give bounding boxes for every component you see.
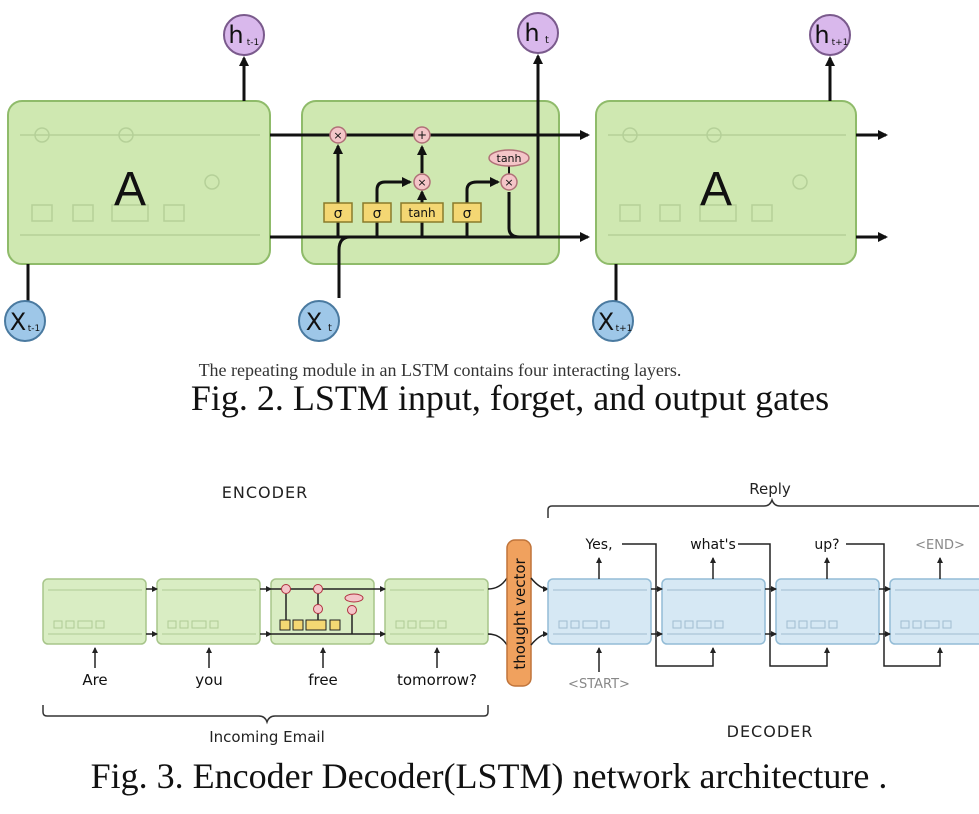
x-node-prev: X t-1 [4, 300, 46, 342]
svg-text:h: h [814, 21, 829, 49]
input-gate: σ [362, 202, 392, 223]
reply-brace [547, 497, 979, 518]
fig3-encoder-decoder: ENCODER Reply [42, 480, 979, 796]
tanh-op: tanh [488, 149, 530, 167]
decoder-cell-1 [547, 578, 652, 645]
encoder-input-word: you [195, 671, 223, 689]
encoder-input-word: Are [82, 671, 107, 689]
encoder-title: ENCODER [222, 483, 308, 502]
output-multiply-op: × [500, 173, 518, 191]
incoming-email-label: Incoming Email [209, 728, 325, 746]
forget-gate: σ [323, 202, 353, 223]
encoder-cell-2 [156, 578, 261, 645]
svg-text:t+1: t+1 [832, 38, 849, 48]
decoder-cell-2 [661, 578, 766, 645]
svg-text:h: h [228, 21, 243, 49]
lstm-cell-detailed: × + × × tanh σ [270, 54, 590, 298]
svg-text:X: X [598, 308, 614, 336]
encoder-input-word: free [308, 671, 338, 689]
thought-vector: thought vector [506, 539, 532, 687]
h-node-prev: h t-1 [223, 14, 265, 56]
decoder-output-word: Yes, [584, 537, 612, 553]
decoder-cell-4 [889, 578, 979, 645]
svg-text:×: × [417, 176, 426, 189]
fig2-note: The repeating module in an LSTM contains… [199, 360, 682, 380]
output-gate: σ [452, 202, 482, 223]
decoder-output-word: what's [690, 537, 736, 553]
decoder-end-token: <END> [915, 538, 965, 553]
svg-text:t-1: t-1 [28, 324, 41, 334]
x-node-current: X t [298, 300, 340, 342]
svg-text:X: X [10, 308, 26, 336]
encoder-cell-3-detailed [270, 578, 375, 645]
encoder-cell-1 [42, 578, 147, 645]
lstm-cell-right: A [595, 100, 888, 265]
decoder-title: DECODER [727, 722, 814, 741]
lstm-cell-left: A [7, 100, 271, 265]
svg-text:+: + [417, 128, 427, 142]
svg-text:t-1: t-1 [247, 38, 260, 48]
svg-text:×: × [504, 176, 513, 189]
reply-label: Reply [749, 480, 791, 498]
svg-text:σ: σ [463, 206, 472, 222]
encoder-input-word: tomorrow? [397, 671, 477, 689]
encoder-cell-4 [384, 578, 489, 645]
tanh-gate: tanh [400, 202, 444, 223]
svg-text:σ: σ [373, 206, 382, 222]
forget-multiply-op: × [329, 126, 347, 144]
decoder-cells: Yes, what's up? <END> <START> [530, 537, 979, 692]
incoming-brace [42, 705, 489, 725]
decoder-output-word: up? [814, 537, 839, 553]
svg-text:tanh: tanh [497, 152, 522, 165]
svg-text:×: × [333, 129, 342, 142]
fig2-lstm-chain: A [4, 12, 888, 418]
add-op: + [413, 126, 431, 144]
decoder-cell-3 [775, 578, 880, 645]
input-multiply-op: × [413, 173, 431, 191]
fig3-caption: Fig. 3. Encoder Decoder(LSTM) network ar… [91, 756, 888, 796]
svg-text:t: t [545, 35, 549, 46]
encoder-cells: Are you free tomorrow? [42, 577, 508, 689]
cell-a-label: A [114, 163, 146, 216]
svg-text:σ: σ [334, 206, 343, 222]
h-node-current: h t [517, 12, 559, 54]
fig2-caption: Fig. 2. LSTM input, forget, and output g… [191, 378, 829, 418]
svg-text:tanh: tanh [408, 206, 435, 220]
cell-a-label: A [700, 163, 732, 216]
h-node-next: h t+1 [809, 14, 851, 56]
x-node-next: X t+1 [592, 300, 634, 342]
svg-text:t+1: t+1 [616, 324, 633, 334]
decoder-start-token: <START> [568, 677, 630, 692]
svg-text:thought vector: thought vector [511, 558, 529, 670]
svg-text:h: h [524, 19, 539, 47]
svg-text:X: X [306, 308, 322, 336]
svg-text:t: t [328, 323, 332, 334]
